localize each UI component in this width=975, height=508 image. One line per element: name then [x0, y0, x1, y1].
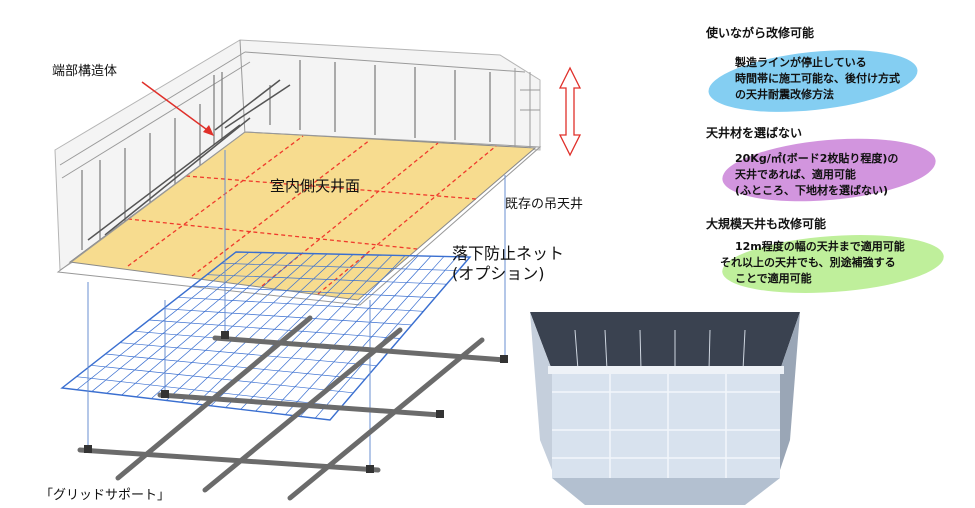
- feature-1-title: 使いながら改修可能: [706, 24, 814, 41]
- safety-net: [77, 252, 459, 418]
- feature-1-line-2: 時間帯に施工可能な、後付け方式: [735, 70, 900, 86]
- label-end-structure: 端部構造体: [52, 60, 117, 79]
- feature-3-line-3: ことで適用可能: [735, 270, 812, 286]
- label-existing-ceiling: 既存の吊天井: [505, 193, 583, 212]
- feature-3-title: 大規模天井も改修可能: [706, 215, 826, 232]
- label-safety-net-option: (オプション): [452, 260, 545, 284]
- label-indoor-ceiling: 室内側天井面: [270, 175, 360, 196]
- feature-1-line-1: 製造ラインが停止している: [735, 54, 867, 70]
- feature-2-line-2: 天井であれば、適用可能: [735, 166, 856, 182]
- feature-2-line-3: (ふところ、下地材を選ばない): [735, 182, 888, 198]
- height-double-arrow: [560, 68, 580, 155]
- feature-1-line-3: の天井耐震改修方法: [735, 86, 834, 102]
- label-grid-support: 「グリッドサポート」: [40, 484, 170, 503]
- feature-2-title: 天井材を選ばない: [706, 124, 802, 141]
- feature-3-line-2: それ以上の天井でも、別途補強する: [720, 254, 896, 270]
- rendered-ceiling-box: [530, 312, 800, 505]
- feature-2-line-1: 20Kg/㎡(ボード2枚貼り程度)の: [735, 150, 898, 166]
- net-mesh-line: [164, 309, 412, 325]
- feature-3-line-1: 12m程度の幅の天井まで適用可能: [735, 238, 905, 254]
